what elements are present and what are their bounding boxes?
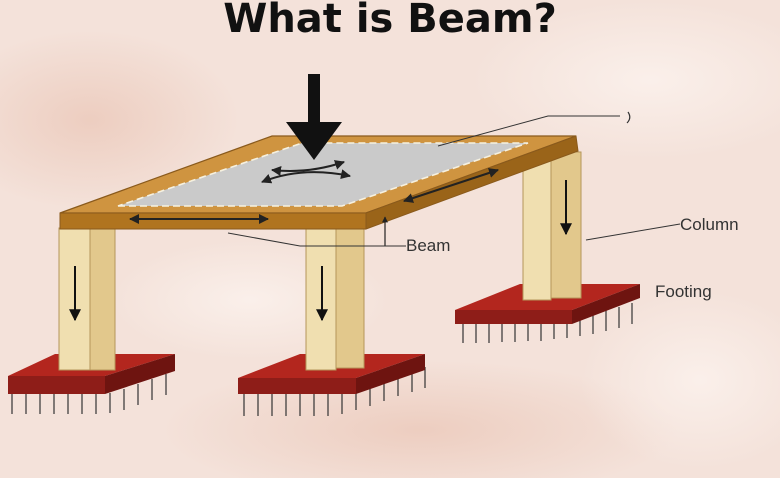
column-front-left — [58, 227, 116, 371]
leader-lines — [227, 115, 681, 247]
column-leader-line — [585, 223, 681, 241]
column-label: Column — [680, 215, 739, 234]
column-back-right — [522, 151, 582, 301]
slab-load-distribution-arrows — [261, 160, 351, 184]
applied-load-arrow — [286, 74, 342, 160]
footing-label: Footing — [655, 282, 712, 301]
side-beam-arrow — [403, 168, 499, 203]
column-front-middle — [305, 221, 365, 371]
footing-front-left — [8, 354, 175, 414]
beam-label: Beam — [406, 236, 450, 255]
footing-front-middle — [238, 354, 426, 416]
leader-tick-mark — [626, 111, 631, 124]
page-title: What is Beam? — [223, 0, 557, 42]
beam-leader-line — [227, 232, 406, 247]
beam-force-arrows — [129, 168, 499, 224]
slab-leader-line — [437, 115, 620, 147]
